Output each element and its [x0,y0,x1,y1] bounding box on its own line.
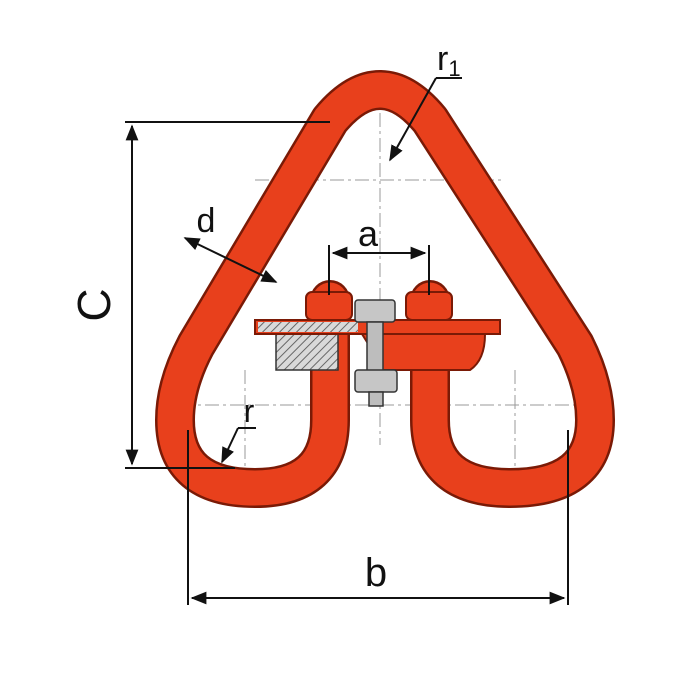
right-pin-cap [405,291,453,321]
link-body [157,72,613,506]
dim-d-line [183,237,278,283]
r-leader [221,427,239,464]
r1-sub: 1 [448,56,460,81]
r1-base: r [437,40,448,78]
dimension-a-label: a [358,213,379,254]
bolt-shank [366,321,384,373]
clamp-assembly [254,291,501,407]
dimension-d [183,237,278,283]
bolt-head [354,299,396,323]
radius-r1-label: r1 [437,40,461,81]
radius-r-label: r [244,393,255,429]
master-link [155,70,615,508]
dimension-a [328,245,430,295]
dimension-b-label: b [365,551,387,595]
clamp-plate-hatch [258,322,358,332]
dimension-c [125,121,330,469]
radius-r [221,427,256,464]
bolt-nut [354,369,398,393]
left-pin-cap [305,291,353,321]
r1-leader [389,77,437,162]
radius-r1 [389,77,462,162]
bolt-tip [368,391,384,407]
dimension-b [187,430,569,605]
dimension-d-label: d [197,202,216,240]
dimension-c-label: C [68,288,120,321]
